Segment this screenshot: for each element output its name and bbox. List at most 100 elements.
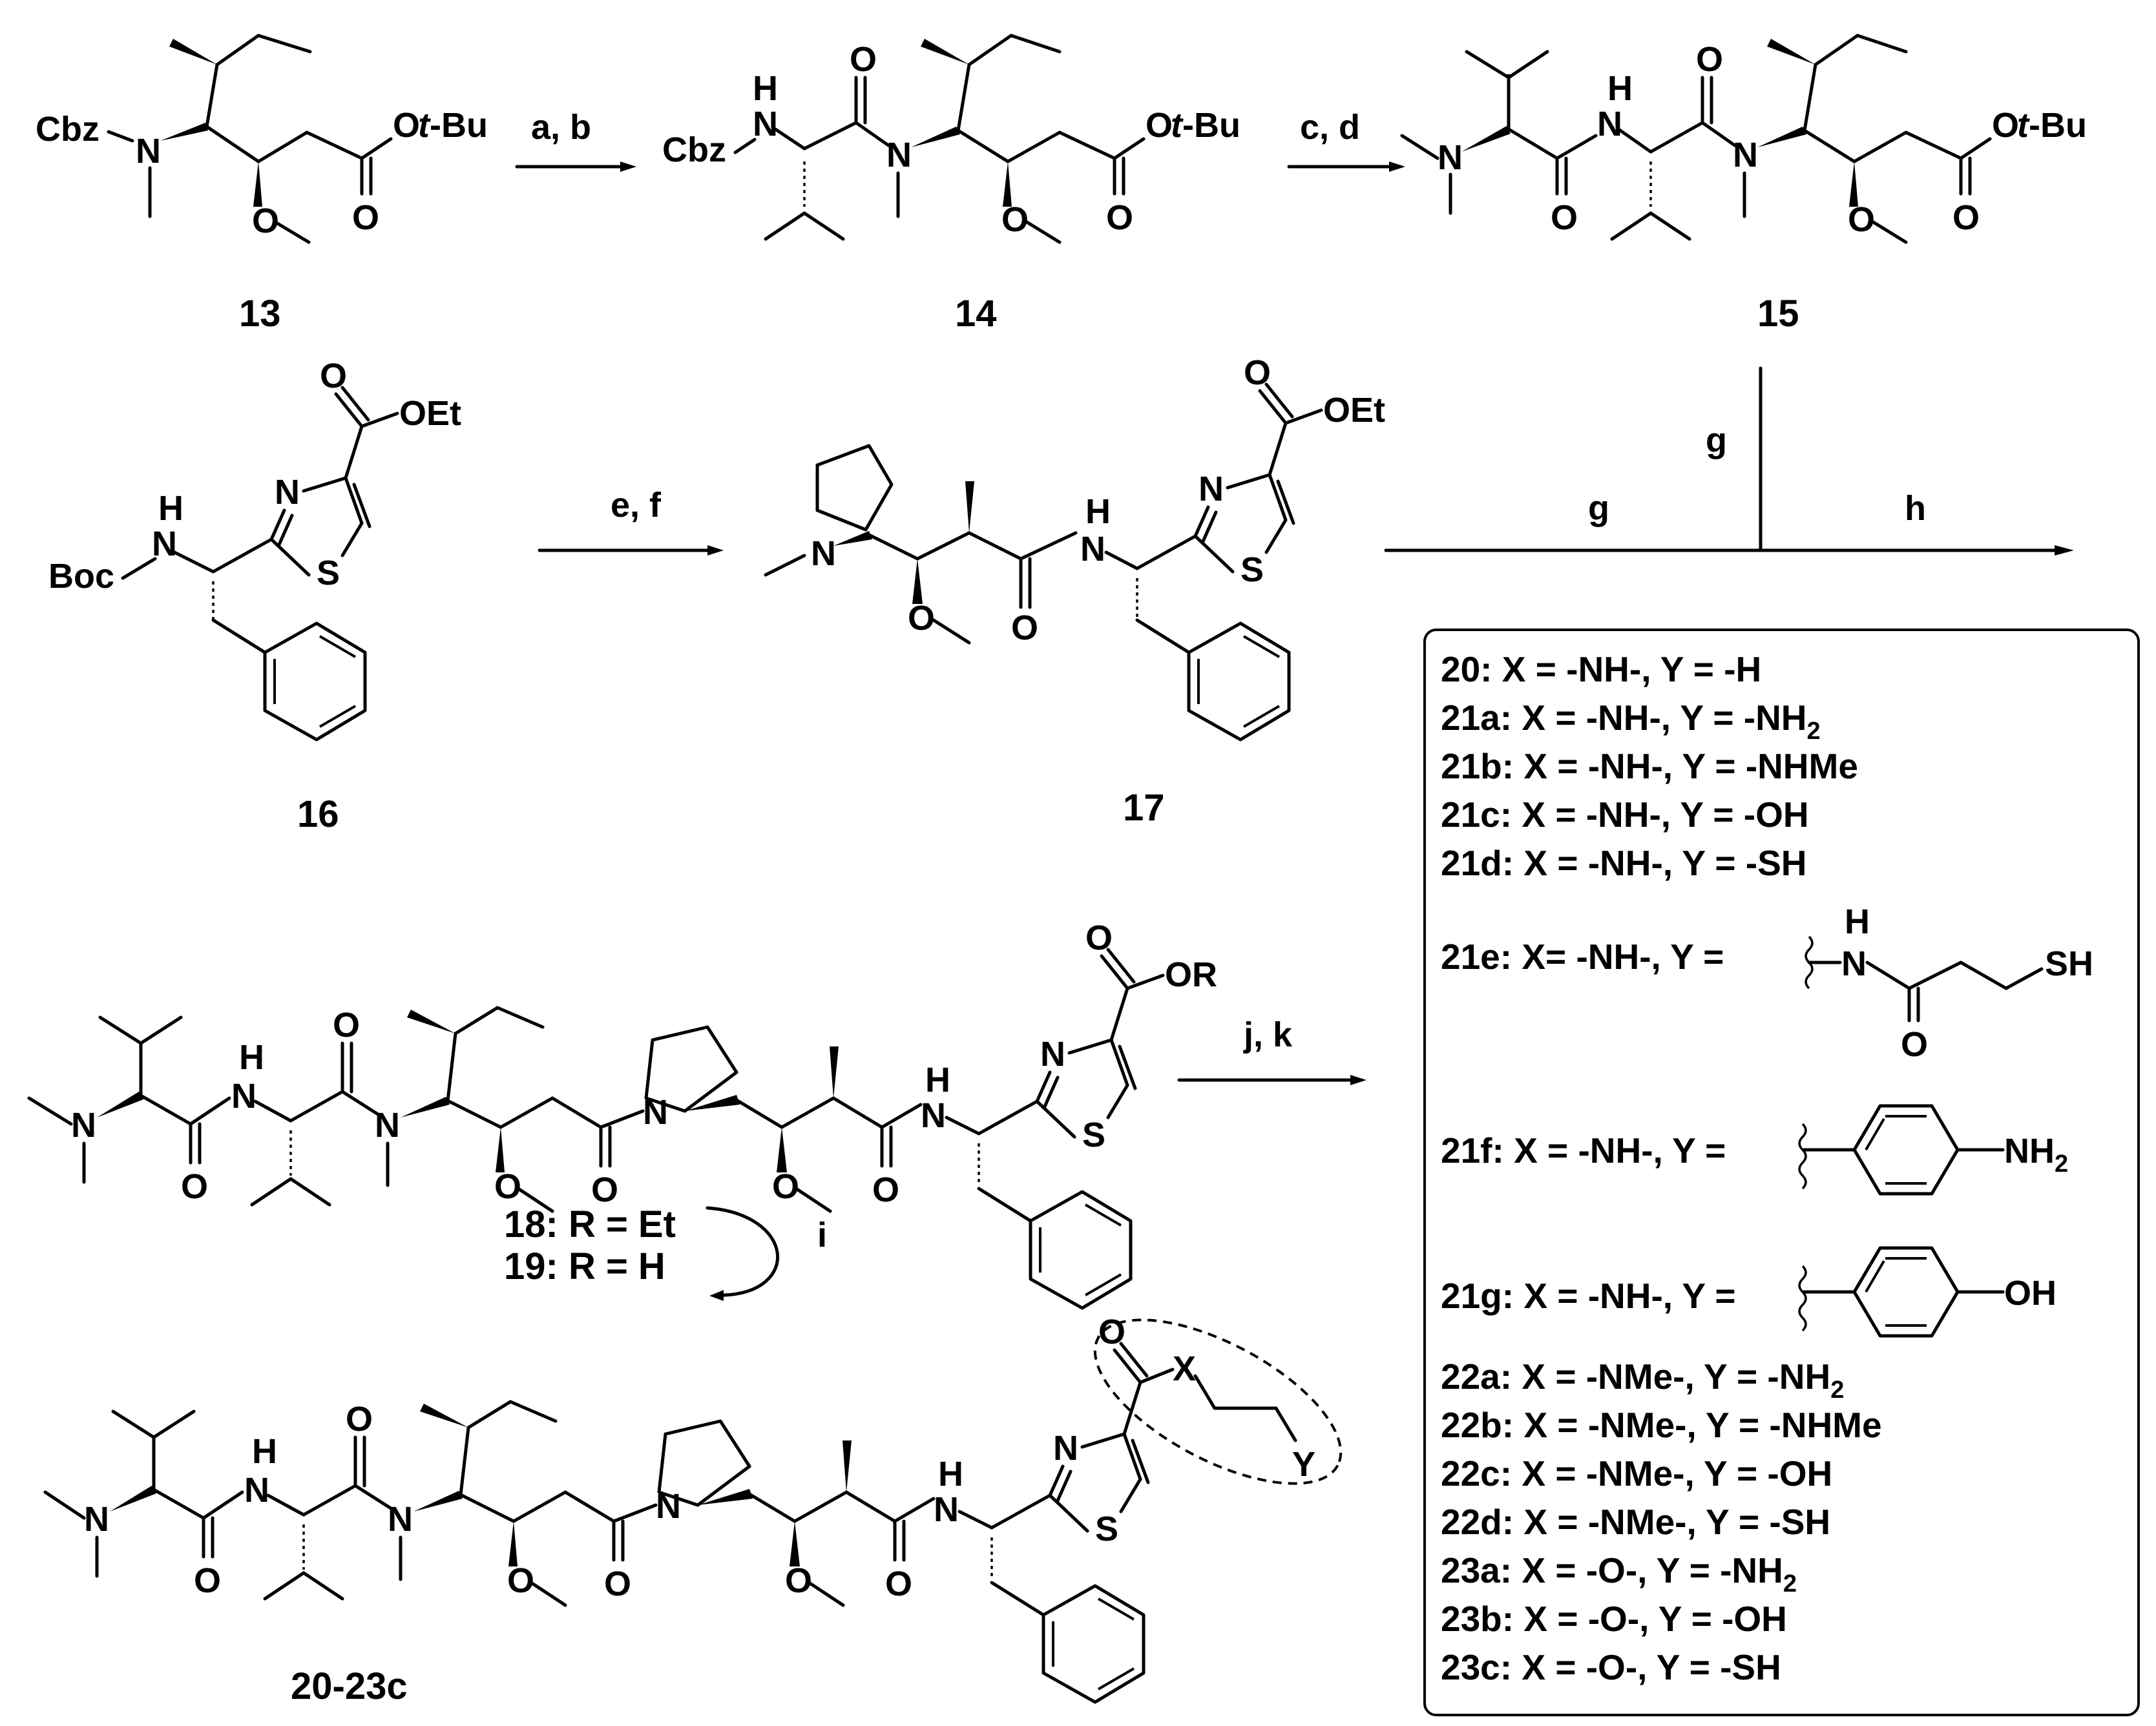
table-row: 21f: X = -NH-, Y = — [1441, 1130, 1726, 1170]
boc-label: Boc — [48, 557, 114, 596]
table-row: 22c: X = -NMe-, Y = -OH — [1441, 1453, 1832, 1493]
n-atom: N — [1080, 530, 1105, 568]
h-atom: H — [925, 1061, 950, 1099]
compound-20-23c-label: 20-23c — [291, 1665, 408, 1707]
reagent-i: i — [817, 1216, 827, 1254]
cbz-label: Cbz — [36, 110, 99, 149]
reagent-jk: j, k — [1243, 1015, 1293, 1054]
s-atom: S — [1095, 1510, 1118, 1548]
oet-label: OEt — [399, 394, 461, 433]
table-row: 21e: X= -NH-, Y = — [1441, 937, 1724, 977]
o-atom: O — [1901, 1025, 1928, 1064]
o-atom: O — [1551, 198, 1578, 237]
o-atom: O — [772, 1167, 799, 1206]
bu-label: -Bu — [2029, 106, 2087, 145]
h-atom: H — [753, 69, 778, 108]
o-atom: O — [252, 202, 279, 240]
table-row: 22a: X = -NMe-, Y = -NH2 — [1441, 1357, 1844, 1404]
reagent-ab: a, b — [531, 108, 591, 147]
reagent-g: g — [1588, 489, 1609, 528]
n-atom: N — [921, 1096, 946, 1135]
cbz-label: Cbz — [662, 130, 726, 169]
table-row: 21b: X = -NH-, Y = -NHMe — [1441, 746, 1858, 786]
s-atom: S — [1240, 550, 1264, 589]
n-atom: N — [753, 105, 778, 143]
n-atom: N — [1733, 136, 1758, 174]
s-atom: S — [317, 554, 340, 592]
o-atom: O — [872, 1170, 899, 1209]
compound-19-label: 19: R = H — [504, 1245, 665, 1287]
compound-20-23c-structure: N O N H O N O O — [43, 1313, 1343, 1704]
n-atom: N — [136, 132, 161, 171]
s-atom: S — [1082, 1116, 1105, 1154]
o-atom: O — [850, 40, 877, 79]
compound-15-label: 15 — [1757, 293, 1799, 335]
table-row: 22d: X = -NMe-, Y = -SH — [1441, 1502, 1830, 1542]
substituent-table: 20: X = -NH-, Y = -H 21a: X = -NH-, Y = … — [1441, 649, 2093, 1687]
n-atom: N — [1053, 1429, 1078, 1468]
n-atom: N — [886, 136, 912, 174]
o-atom: O — [1001, 200, 1029, 239]
o-atom: O — [1992, 106, 2019, 145]
dashed-highlight-ellipse — [1093, 1318, 1343, 1485]
compound-16-structure: Boc N H N S O OEt — [48, 357, 461, 742]
n-atom: N — [152, 525, 177, 563]
o-atom: O — [352, 198, 379, 237]
t-label: t — [1171, 106, 1184, 145]
h-atom: H — [1085, 492, 1111, 531]
table-row: 21g: X = -NH-, Y = — [1441, 1276, 1735, 1316]
o-atom: O — [333, 1006, 360, 1045]
t-label: t — [2017, 106, 2030, 145]
o-atom: O — [1244, 353, 1271, 392]
oet-label: OEt — [1323, 391, 1385, 430]
nh2-label: NH2 — [2004, 1132, 2068, 1178]
o-atom: O — [1085, 919, 1113, 957]
n-atom: N — [934, 1490, 959, 1529]
n-atom: N — [1438, 138, 1463, 177]
n-atom: N — [1841, 944, 1867, 983]
compound-13-structure: Cbz N O O O t -Bu — [36, 34, 488, 244]
compound-15-structure: N O N H O N O O — [1400, 34, 2087, 244]
n-atom: N — [388, 1500, 413, 1539]
o-atom: O — [346, 1400, 373, 1439]
o-atom: O — [1098, 1313, 1125, 1351]
n-atom: N — [84, 1500, 109, 1539]
sh-label: SH — [2045, 944, 2093, 983]
compound-17-label: 17 — [1123, 787, 1165, 829]
o-atom: O — [908, 599, 935, 638]
cycle-arrow — [706, 1206, 779, 1297]
table-row: 22b: X = -NMe-, Y = -NHMe — [1441, 1405, 1882, 1445]
h-atom: H — [1607, 69, 1633, 108]
o-atom: O — [604, 1565, 631, 1603]
compound-18-19-structure: N O N H O N O O — [27, 919, 1217, 1310]
o-atom: O — [591, 1170, 618, 1209]
reagent-cd: c, d — [1300, 108, 1360, 147]
n-atom: N — [1198, 470, 1224, 508]
o-atom: O — [507, 1561, 534, 1600]
reagent-g-vertical: g — [1706, 421, 1727, 460]
compound-14-structure: Cbz N H O N O O O t -Bu — [662, 34, 1240, 244]
o-atom: O — [1106, 198, 1133, 237]
h-atom: H — [252, 1432, 277, 1471]
x-label: X — [1173, 1349, 1196, 1388]
or-label: OR — [1165, 955, 1217, 994]
n-atom: N — [275, 473, 300, 512]
table-row: 23a: X = -O-, Y = -NH2 — [1441, 1550, 1797, 1597]
n-atom: N — [375, 1106, 400, 1145]
bu-label: -Bu — [1182, 106, 1240, 145]
o-atom: O — [494, 1167, 521, 1206]
o-atom: O — [785, 1561, 812, 1600]
compound-17-structure: N O O N H N S O OE — [764, 353, 1385, 742]
n-atom: N — [244, 1471, 269, 1510]
n-atom: N — [1597, 105, 1622, 143]
wavy-bond — [1798, 1265, 1807, 1332]
reagent-h: h — [1905, 489, 1926, 528]
bu-label: -Bu — [430, 106, 488, 145]
table-row: 23b: X = -O-, Y = -OH — [1441, 1599, 1787, 1639]
o-atom: O — [1011, 608, 1038, 647]
h-atom: H — [938, 1455, 963, 1493]
table-row: 21a: X = -NH-, Y = -NH2 — [1441, 698, 1821, 745]
n-atom: N — [1040, 1035, 1065, 1074]
o-atom: O — [885, 1565, 912, 1603]
